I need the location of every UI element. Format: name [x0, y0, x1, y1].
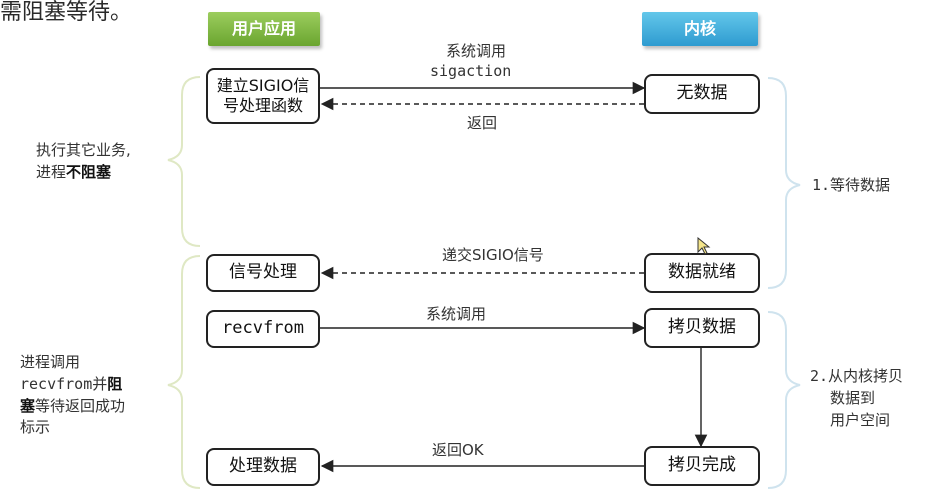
- right-brace-bottom: [767, 311, 801, 489]
- setup-sigio-handler-box: 建立SIGIO信 号处理函数: [206, 68, 320, 124]
- signal-handler-box: 信号处理: [206, 254, 320, 292]
- user-app-header: 用户应用: [208, 12, 320, 46]
- note-non-blocking: 执行其它业务, 进程不阻塞: [36, 141, 131, 181]
- data-ready-box: 数据就绪: [644, 253, 760, 293]
- label-syscall-2: 系统调用: [426, 305, 487, 323]
- heading-fragment: 需阻塞等待。: [0, 0, 133, 25]
- label-return-1: 返回: [467, 114, 498, 132]
- kernel-header: 内核: [642, 12, 758, 46]
- no-data-box: 无数据: [644, 74, 760, 114]
- process-data-box: 处理数据: [206, 448, 320, 486]
- setup-sigio-line2: 号处理函数: [222, 96, 303, 115]
- left-brace-bottom: [167, 255, 201, 489]
- label-syscall-1: 系统调用: [446, 42, 507, 60]
- copy-done-box: 拷贝完成: [644, 446, 760, 486]
- mouse-cursor-icon: [697, 237, 711, 255]
- copy-data-box: 拷贝数据: [644, 308, 760, 348]
- note-copy-to-user: 2.从内核拷贝 数据到 用户空间: [810, 367, 904, 429]
- right-brace-top: [767, 77, 801, 289]
- label-deliver-sigio: 递交SIGIO信号: [442, 246, 544, 264]
- label-sigaction: sigaction: [430, 62, 512, 80]
- note-wait-data: 1.等待数据: [812, 176, 891, 194]
- label-return-ok: 返回OK: [432, 441, 484, 459]
- setup-sigio-line1: 建立SIGIO信: [216, 76, 310, 95]
- recvfrom-box: recvfrom: [206, 310, 320, 348]
- left-brace-top: [167, 76, 201, 247]
- note-recvfrom-blocking: 进程调用 recvfrom并阻 塞等待返回成功 标示: [20, 353, 126, 437]
